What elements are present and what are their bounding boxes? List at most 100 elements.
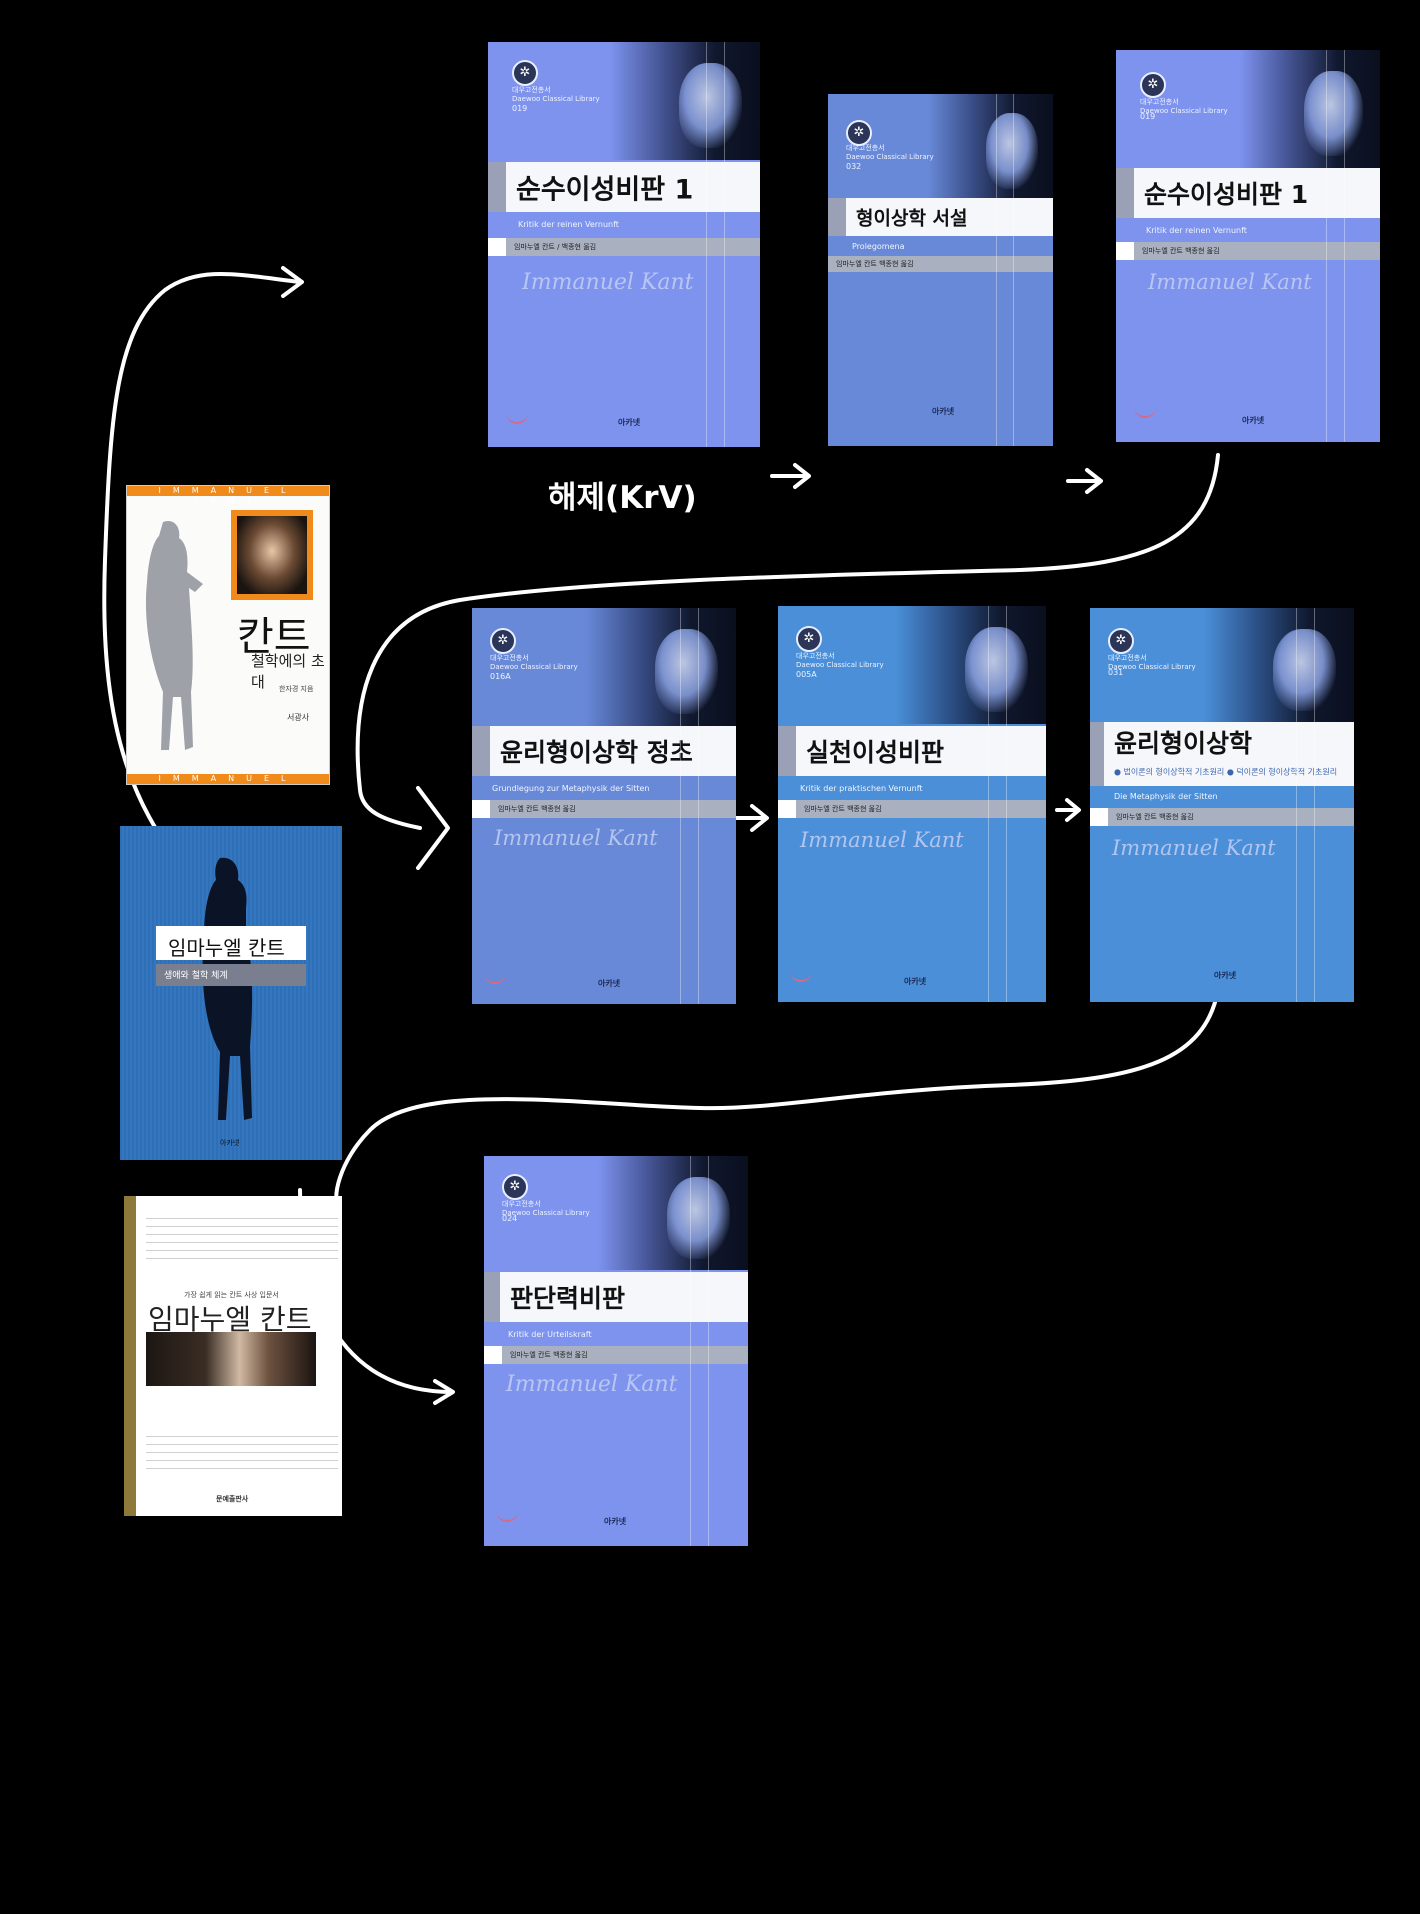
bottom-band: IMMANUEL KANT <box>127 774 329 784</box>
arrowhead-r2-1 <box>750 804 769 832</box>
kant-portrait <box>928 94 1053 200</box>
kant-silhouette <box>145 520 203 750</box>
publisher-smile-icon <box>1134 406 1156 418</box>
series-number: 019 <box>1140 112 1156 121</box>
arrowhead-r2-2 <box>1065 798 1081 822</box>
publisher-smile-icon <box>790 970 812 982</box>
series-number: 032 <box>846 162 862 171</box>
book-author: 임마누엘 칸트 / 백종현 옮김 <box>488 238 760 256</box>
title-bar: 순수이성비판 1 <box>488 162 760 212</box>
book-subtitle: Kritik der praktischen Vernunft <box>800 784 923 793</box>
kant-portrait <box>896 606 1046 724</box>
title-bar: 윤리형이상학 ● 법이론의 형이상학적 기초원리 ● 덕이론의 형이상학적 기초… <box>1090 722 1354 786</box>
arrowhead-krv <box>281 266 304 298</box>
kant-portrait <box>598 1156 748 1270</box>
series-logo-icon: ✲ <box>512 60 538 86</box>
publisher-smile-icon <box>506 412 528 424</box>
book-title: 윤리형이상학 <box>1114 729 1253 758</box>
book-subtitle: 생애와 철학 체계 <box>164 971 228 981</box>
book-title: 칸트 <box>237 614 311 660</box>
book-kant-invitation[interactable]: IMMANUEL KANT 칸트 철학에의 초대 한자경 지음 서광사 IMMA… <box>126 485 330 785</box>
series-logo-icon: ✲ <box>796 626 822 652</box>
series-logo-icon: ✲ <box>1140 72 1166 98</box>
book-title: 임마누엘 칸트 <box>148 1303 312 1336</box>
haeje-label: 해제(KrV) <box>548 480 697 516</box>
publisher-logo: 아카넷 <box>598 979 621 988</box>
arrowhead-r1-2 <box>1085 468 1103 494</box>
publisher-logo: 아카넷 <box>932 407 955 416</box>
book-title: 순수이성비판 1 <box>1144 180 1309 209</box>
kant-signature: Immanuel Kant <box>506 1372 678 1397</box>
series-number: 019 <box>512 104 528 113</box>
book-author: 임마누엘 칸트 백종현 옮김 <box>484 1346 748 1364</box>
publisher-logo: 아카넷 <box>904 977 927 986</box>
series-logo-icon: ✲ <box>1108 628 1134 654</box>
book-subtitle: Grundlegung zur Metaphysik der Sitten <box>492 784 650 793</box>
title-bar: 순수이성비판 1 <box>1116 168 1380 218</box>
title-bar: 형이상학 서설 <box>828 198 1053 236</box>
kant-signature: Immanuel Kant <box>522 270 694 295</box>
book-author: 한자경 지음 <box>279 685 314 693</box>
kant-portrait <box>1240 50 1380 168</box>
publisher-logo: 아카넷 <box>604 1517 627 1526</box>
arrowhead-r3 <box>433 1379 455 1405</box>
series-logo-icon: ✲ <box>502 1174 528 1200</box>
subtitle-box: 생애와 철학 체계 <box>156 964 306 986</box>
arrow-intro-to-krv <box>102 272 302 882</box>
publisher-logo: 아카넷 <box>1242 416 1265 425</box>
arrow-r1-to-r2 <box>355 453 1220 830</box>
book-kicker: 가장 쉽게 읽는 칸트 사상 입문서 <box>184 1291 279 1299</box>
book-title: 실천이성비판 <box>806 738 945 767</box>
title-box: 임마누엘 칸트 <box>156 926 306 960</box>
book-subtitle: Die Metaphysik der Sitten <box>1114 792 1218 801</box>
kant-portrait <box>586 608 736 726</box>
series-number: 005A <box>796 670 817 679</box>
kant-signature: Immanuel Kant <box>800 828 964 852</box>
book-author: 임마누엘 칸트 백종현 옮김 <box>1116 242 1380 260</box>
book-kant-white-intro[interactable]: 가장 쉽게 읽는 칸트 사상 입문서 임마누엘 칸트 문예출판사 <box>124 1196 342 1516</box>
publisher-logo: 서광사 <box>287 713 310 722</box>
spine-band <box>124 1196 136 1516</box>
publisher-smile-icon <box>496 1510 518 1522</box>
publisher-logo: 아카넷 <box>1214 971 1237 980</box>
book-subtitle: 철학에의 초대 <box>251 652 325 691</box>
kant-silhouette <box>202 857 253 1120</box>
title-bar: 판단력비판 <box>484 1272 748 1322</box>
series-number: 016A <box>490 672 511 681</box>
kant-photo <box>146 1332 316 1386</box>
kant-portrait <box>1204 608 1354 722</box>
kant-portrait <box>610 42 760 160</box>
kant-portrait-frame <box>231 510 313 600</box>
book-subtitle: Kritik der reinen Vernunft <box>518 220 619 229</box>
book-subtitle: Kritik der reinen Vernunft <box>1146 226 1247 235</box>
book-title: 판단력비판 <box>510 1284 626 1313</box>
title-bar: 실천이성비판 <box>778 726 1046 776</box>
book-author: 임마누엘 칸트 백종현 옮김 <box>778 800 1046 818</box>
arrowhead-r1-1 <box>793 463 811 489</box>
publisher-smile-icon <box>484 972 506 984</box>
book-author: 임마누엘 칸트 백종현 옮김 <box>472 800 736 818</box>
kant-signature: Immanuel Kant <box>1148 270 1312 294</box>
book-title: 형이상학 서설 <box>856 207 968 230</box>
book-title: 순수이성비판 1 <box>516 174 694 206</box>
book-author: 임마누엘 칸트 백종현 옮김 <box>828 256 1053 272</box>
title-bar: 윤리형이상학 정초 <box>472 726 736 776</box>
kant-signature: Immanuel Kant <box>1112 836 1276 860</box>
book-kant-life-philosophy[interactable]: 임마누엘 칸트 생애와 철학 체계 아카넷 <box>120 826 342 1160</box>
series-number: 024 <box>502 1214 518 1223</box>
series-logo-icon: ✲ <box>846 120 872 146</box>
top-band: IMMANUEL KANT <box>127 486 329 505</box>
book-subtitle: Kritik der Urteilskraft <box>508 1330 592 1339</box>
kant-signature: Immanuel Kant <box>494 826 658 850</box>
